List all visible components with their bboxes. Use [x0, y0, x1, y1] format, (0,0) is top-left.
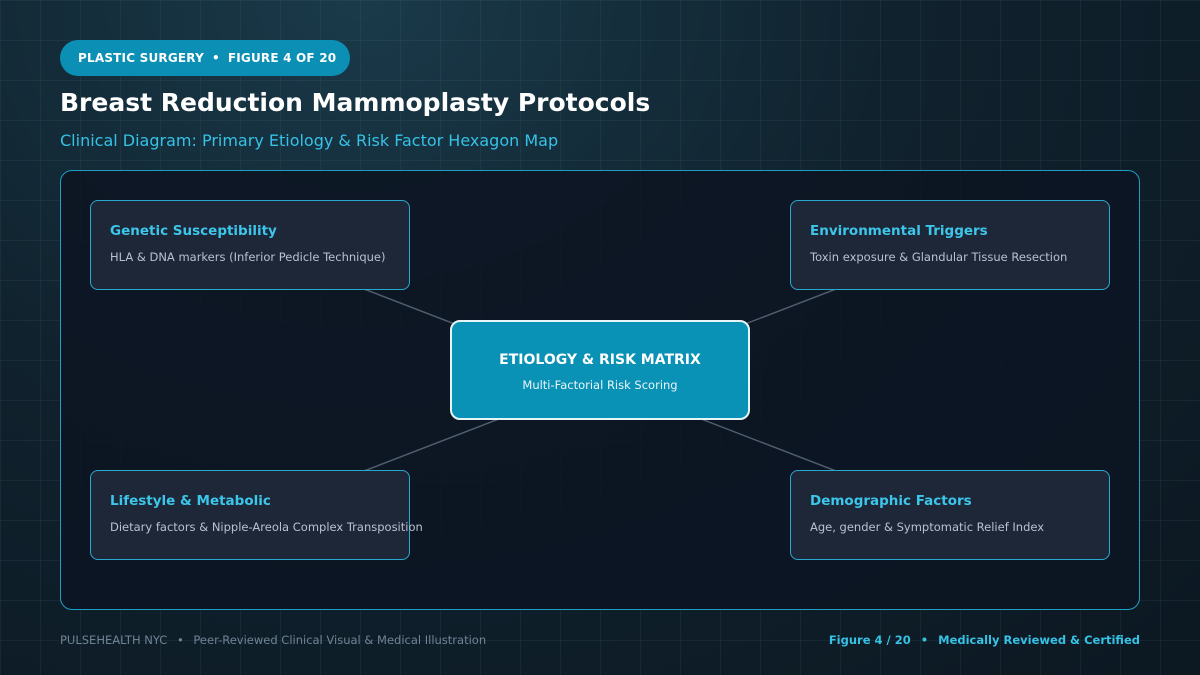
- node-title: Demographic Factors: [810, 493, 972, 509]
- footer-brand: PULSEHEALTH NYC: [60, 633, 168, 647]
- footer-figure-label: Figure 4 / 20: [828, 633, 911, 647]
- node-description: Dietary factors & Nipple-Areola Complex …: [110, 520, 423, 534]
- node-lifestyle-metabolic: Lifestyle & Metabolic Dietary factors & …: [90, 470, 423, 560]
- footer-certification: Medically Reviewed & Certified: [938, 633, 1140, 647]
- page-subtitle: Clinical Diagram: Primary Etiology & Ris…: [60, 131, 559, 150]
- center-node: ETIOLOGY & RISK MATRIX Multi-Factorial R…: [450, 320, 750, 420]
- tag-figure: FIGURE 4 OF 20: [227, 51, 337, 65]
- node-description: Toxin exposure & Glandular Tissue Resect…: [810, 250, 1068, 264]
- footer-right: Figure 4 / 20 • Medically Reviewed & Cer…: [829, 633, 1140, 647]
- center-title: ETIOLOGY & RISK MATRIX: [499, 352, 701, 368]
- tag-separator: •: [211, 51, 220, 65]
- footer-separator: •: [176, 633, 184, 647]
- node-title: Environmental Triggers: [810, 223, 988, 239]
- center-subtitle: Multi-Factorial Risk Scoring: [522, 378, 678, 392]
- category-tag: PLASTIC SURGERY • FIGURE 4 OF 20: [60, 40, 350, 76]
- node-genetic-susceptibility: Genetic Susceptibility HLA & DNA markers…: [90, 200, 410, 290]
- node-environmental-triggers: Environmental Triggers Toxin exposure & …: [790, 200, 1110, 290]
- tag-category: PLASTIC SURGERY: [78, 51, 204, 65]
- footer-left: PULSEHEALTH NYC • Peer-Reviewed Clinical…: [60, 633, 486, 647]
- footer-separator: •: [920, 633, 929, 647]
- node-demographic-factors: Demographic Factors Age, gender & Sympto…: [790, 470, 1110, 560]
- footer-description: Peer-Reviewed Clinical Visual & Medical …: [193, 633, 487, 647]
- node-title: Lifestyle & Metabolic: [110, 493, 271, 509]
- node-title: Genetic Susceptibility: [110, 223, 277, 239]
- node-description: HLA & DNA markers (Inferior Pedicle Tech…: [110, 250, 386, 264]
- node-description: Age, gender & Symptomatic Relief Index: [810, 520, 1045, 534]
- page-title: Breast Reduction Mammoplasty Protocols: [60, 88, 651, 117]
